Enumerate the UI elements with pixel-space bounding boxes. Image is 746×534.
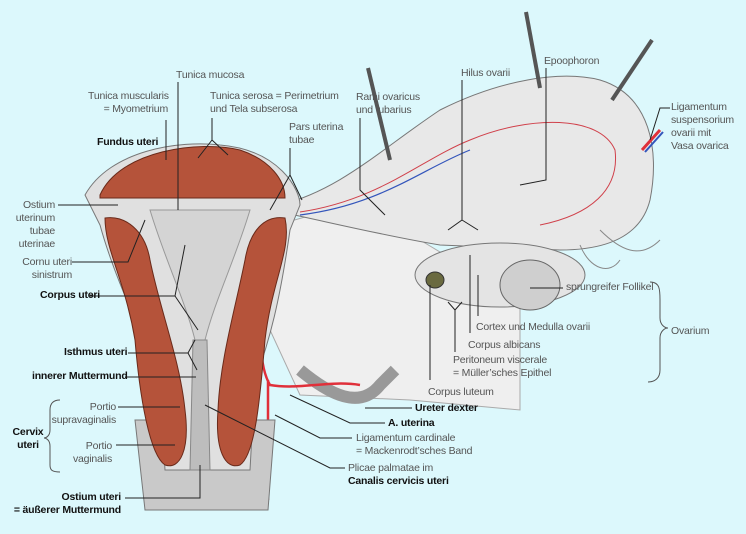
label-fundus-uteri: Fundus uteri xyxy=(97,136,159,148)
label-line: Tunica muscularis xyxy=(88,90,169,102)
label-line: Pars uterina xyxy=(289,121,344,133)
label-line: uterinum xyxy=(15,212,55,224)
label-line: suspensorium xyxy=(671,114,734,126)
ureter xyxy=(296,365,400,404)
label-line: und Tela subserosa xyxy=(210,103,298,115)
label-line: = Müller’sches Epithel xyxy=(453,367,552,379)
label-line: Ostium uteri xyxy=(61,491,122,503)
label-line: tubae xyxy=(29,225,55,237)
uterine-tube xyxy=(279,75,654,251)
label-line: Cornu uteri xyxy=(22,256,72,268)
label-innerer-muttermund: innerer Muttermund xyxy=(32,370,128,382)
label-line: ovarii mit xyxy=(671,127,712,139)
label-hilus-ovarii: Hilus ovarii xyxy=(461,67,510,79)
label-line: tubae xyxy=(289,134,315,146)
label-line: uteri xyxy=(17,439,39,451)
label-line: Cervix xyxy=(12,426,44,438)
label-line: Portio xyxy=(85,440,112,452)
label-line: Ligamentum xyxy=(671,101,727,113)
label-line: Rami ovaricus xyxy=(356,91,420,103)
label-epoophoron: Epoophoron xyxy=(544,55,600,67)
label-line: Tunica serosa = Perimetrium xyxy=(210,90,339,102)
cervix-brace xyxy=(43,399,61,473)
ovarium-brace xyxy=(647,281,669,383)
label-line: Vasa ovarica xyxy=(671,140,729,152)
label-line: = äußerer Muttermund xyxy=(13,504,121,516)
label-isthmus-uteri: Isthmus uteri xyxy=(64,346,128,358)
label-line: uterinae xyxy=(18,238,56,250)
label-line: Canalis cervicis uteri xyxy=(348,475,449,487)
label-corpus-albicans: Corpus albicans xyxy=(468,339,541,351)
label-line: Peritoneum viscerale xyxy=(453,354,548,366)
label-cortex-medulla: Cortex und Medulla ovarii xyxy=(476,321,591,333)
label-line: sinistrum xyxy=(31,269,72,281)
label-line: und tubarius xyxy=(356,104,412,116)
label-line: = Mackenrodt’sches Band xyxy=(356,445,473,457)
label-line: Ligamentum cardinale xyxy=(356,432,456,444)
right-myometrium xyxy=(216,217,287,467)
label-a-uterina: A. uterina xyxy=(388,417,435,429)
label-line: supravaginalis xyxy=(51,414,117,426)
label-ovarium: Ovarium xyxy=(671,325,710,337)
label-line: Portio xyxy=(89,401,116,413)
label-tunica-muscularis: Tunica muscularis= Myometrium xyxy=(88,90,169,116)
label-corpus-uteri: Corpus uteri xyxy=(40,289,101,301)
label-tunica-mucosa: Tunica mucosa xyxy=(176,69,245,81)
label-ureter-dexter: Ureter dexter xyxy=(415,402,478,414)
label-ligamentum-cardinale: Ligamentum cardinale= Mackenrodt’sches B… xyxy=(356,432,473,458)
label-ostium-uteri: Ostium uteri= äußerer Muttermund xyxy=(10,491,121,517)
follicle xyxy=(499,259,561,311)
label-line: = Myometrium xyxy=(103,103,169,115)
label-line: Plicae palmatae im xyxy=(348,462,434,474)
cervical-canal xyxy=(189,339,211,471)
label-corpus-luteum: Corpus luteum xyxy=(428,386,494,398)
left-myometrium xyxy=(104,217,187,467)
label-line: vaginalis xyxy=(72,453,112,465)
label-line: Ostium xyxy=(22,199,55,211)
label-sprungreifer-follikel: sprungreifer Follikel xyxy=(566,281,654,293)
label-peritoneum-viscerale: Peritoneum viscerale= Müller’sches Epith… xyxy=(453,354,551,380)
